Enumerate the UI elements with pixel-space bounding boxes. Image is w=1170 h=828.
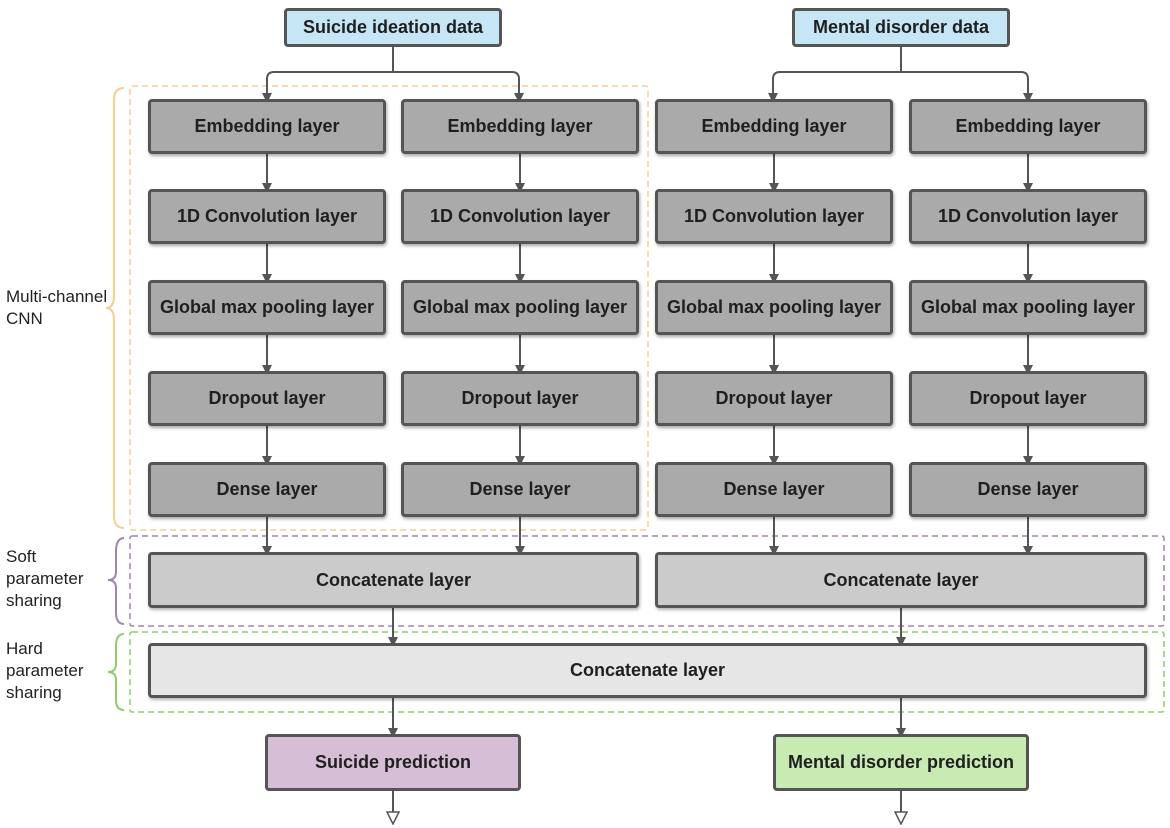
conv-layer-box: 1D Convolution layer [401,189,639,244]
dropout-layer-box: Dropout layer [401,371,639,426]
embedding-layer-box: Embedding layer [909,99,1147,154]
conv-layer-box: 1D Convolution layer [148,189,386,244]
conv-layer-label: 1D Convolution layer [683,206,865,226]
hard-sharing-frame [129,631,1165,713]
mental-disorder-data-label: Mental disorder data [812,17,990,37]
soft-sharing-frame [129,535,1165,627]
dropout-layer-label: Dropout layer [208,388,326,408]
dense-layer-box: Dense layer [401,462,639,517]
dense-layer-label: Dense layer [977,479,1079,499]
suicide-ideation-data-label: Suicide ideation data [302,17,484,37]
dense-layer-box: Dense layer [909,462,1147,517]
pooling-layer-box: Global max pooling layer [401,280,639,335]
dropout-layer-label: Dropout layer [715,388,833,408]
mental-disorder-prediction-box: Mental disorder prediction [773,734,1029,791]
embedding-layer-label: Embedding layer [701,116,847,136]
soft-concatenate-right-label: Concatenate layer [823,569,979,590]
pooling-layer-label: Global max pooling layer [159,297,375,317]
hard-parameter-sharing-label: Hard parameter sharing [6,639,84,702]
dropout-layer-label: Dropout layer [969,388,1087,408]
dropout-layer-label: Dropout layer [461,388,579,408]
pooling-layer-label: Global max pooling layer [412,297,628,317]
mental-disorder-prediction-label: Mental disorder prediction [787,752,1015,772]
dense-layer-label: Dense layer [723,479,825,499]
pooling-layer-box: Global max pooling layer [655,280,893,335]
suicide-prediction-box: Suicide prediction [265,734,521,791]
conv-layer-label: 1D Convolution layer [176,206,358,226]
hard-brace [107,633,125,711]
pooling-layer-label: Global max pooling layer [666,297,882,317]
mental-input-fanout [768,46,1033,103]
pooling-layer-box: Global max pooling layer [909,280,1147,335]
conv-layer-label: 1D Convolution layer [937,206,1119,226]
conv-layer-box: 1D Convolution layer [655,189,893,244]
soft-parameter-sharing-label: Soft parameter sharing [6,547,84,610]
pooling-layer-box: Global max pooling layer [148,280,386,335]
embedding-layer-box: Embedding layer [401,99,639,154]
dense-layer-box: Dense layer [655,462,893,517]
dense-layer-label: Dense layer [216,479,318,499]
suicide-input-fanout [262,46,524,103]
embedding-layer-box: Embedding layer [655,99,893,154]
embedding-layer-label: Embedding layer [194,116,340,136]
embedding-layer-label: Embedding layer [955,116,1101,136]
dense-layer-label: Dense layer [469,479,571,499]
dropout-layer-box: Dropout layer [655,371,893,426]
dropout-layer-box: Dropout layer [148,371,386,426]
soft-concatenate-left-label: Concatenate layer [315,569,472,590]
embedding-layer-box: Embedding layer [148,99,386,154]
column-arrows [262,154,1033,556]
embedding-layer-label: Embedding layer [447,116,593,136]
suicide-prediction-label: Suicide prediction [314,752,472,772]
hard-concatenate-label: Concatenate layer [569,660,726,680]
soft-concatenate-left-box: Concatenate layer [148,552,639,608]
dense-layer-box: Dense layer [148,462,386,517]
concat-arrows [393,608,901,818]
conv-layer-box: 1D Convolution layer [909,189,1147,244]
conv-layer-label: 1D Convolution layer [429,206,611,226]
multichannel-cnn-label: Multi-channel CNN [6,287,108,328]
soft-brace [107,537,125,625]
soft-concatenate-right-box: Concatenate layer [655,552,1147,608]
mental-disorder-data-box: Mental disorder data [792,8,1010,47]
suicide-ideation-data-box: Suicide ideation data [284,8,502,47]
dropout-layer-box: Dropout layer [909,371,1147,426]
hard-concatenate-box: Concatenate layer [148,643,1147,698]
multichannel-brace [105,87,125,529]
pooling-layer-label: Global max pooling layer [920,297,1136,317]
